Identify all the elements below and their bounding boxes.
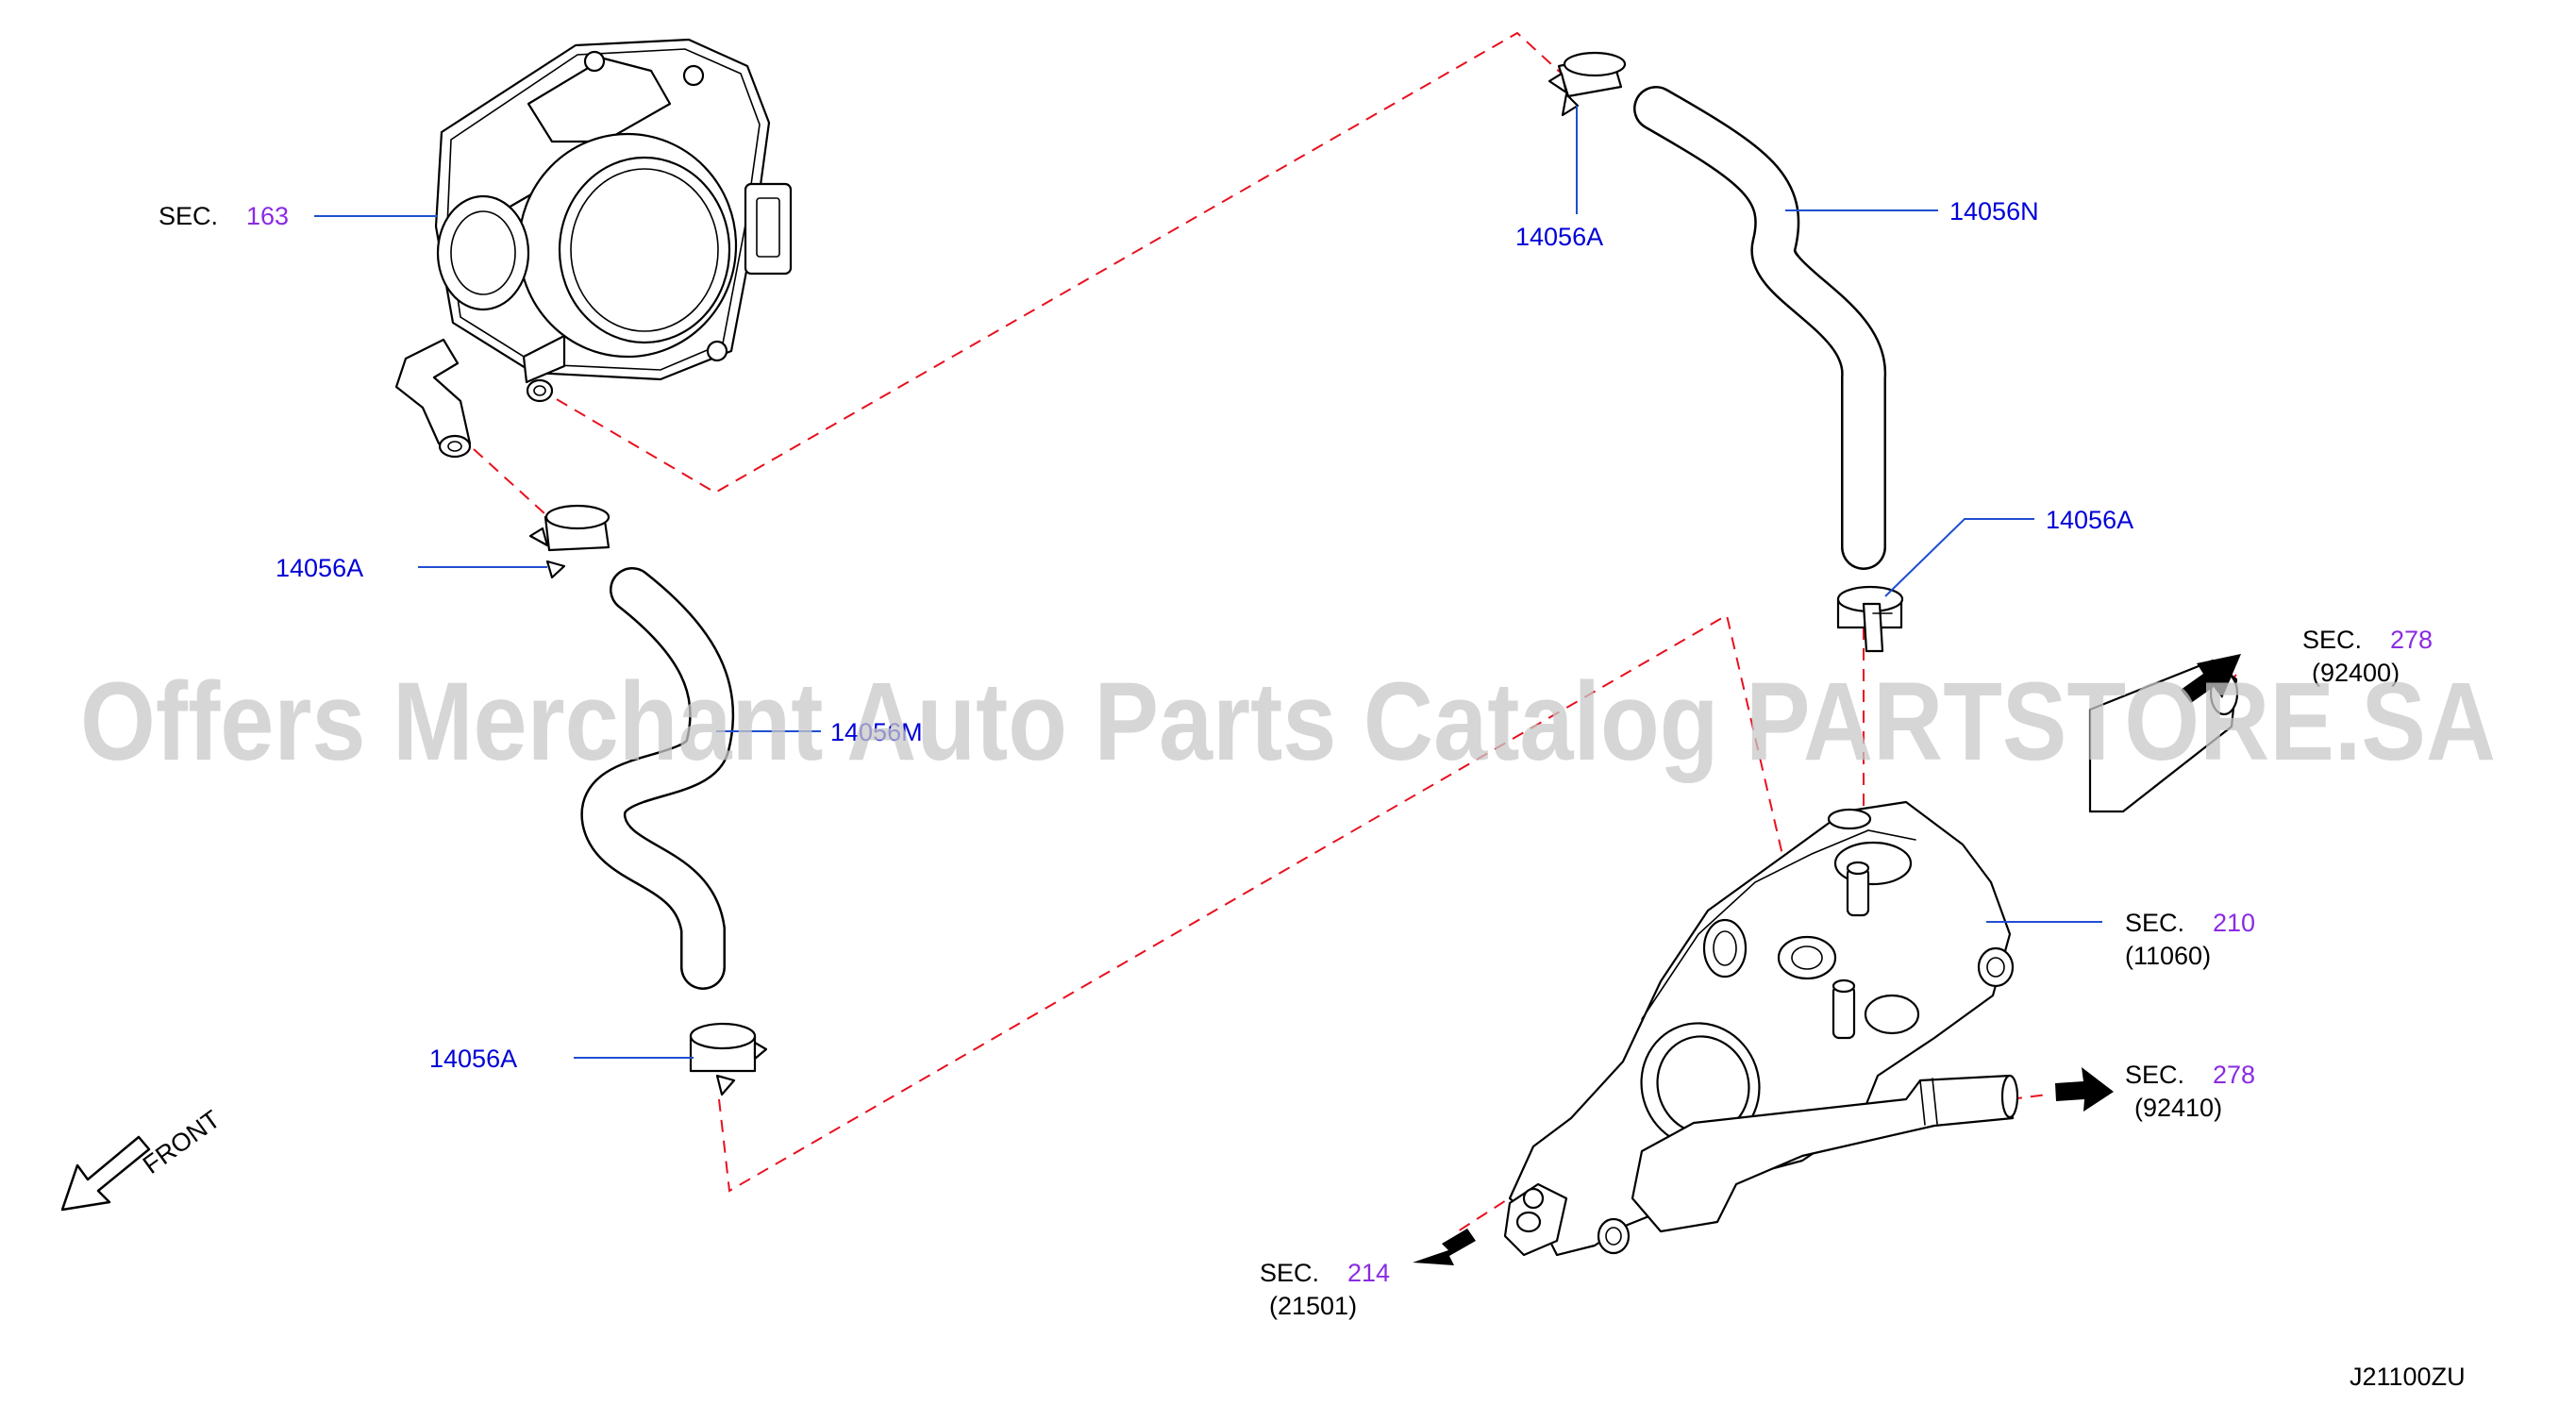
sec278-lower-ref: (92410) <box>2134 1094 2222 1122</box>
sec278-upper-number: 278 <box>2390 626 2433 654</box>
sec278-upper-ref: (92400) <box>2312 659 2400 687</box>
hose-14056n-icon[interactable] <box>1633 86 1886 570</box>
label-clamp-top[interactable]: 14056A <box>1515 223 1603 251</box>
clamp-left-lower-icon[interactable] <box>689 1022 768 1096</box>
clamp-right-icon[interactable] <box>1836 585 1904 653</box>
label-sec278-lower[interactable]: SEC. 278 (92410) <box>2125 1061 2255 1122</box>
leader-lines <box>314 106 2102 1059</box>
hose-14056m-icon[interactable] <box>580 567 735 990</box>
front-arrow-icon <box>60 1135 151 1212</box>
watermark-text: Offers Merchant Auto Parts Catalog PARTS… <box>80 660 2496 784</box>
arrow-sec278-lower-icon <box>2055 1067 2114 1112</box>
throttle-body-icon[interactable] <box>394 38 793 459</box>
label-sec210[interactable]: SEC. 210 (11060) <box>2125 909 2255 970</box>
sec210-prefix: SEC. <box>2125 909 2184 937</box>
arrow-sec214-icon <box>1413 1229 1476 1265</box>
sec210-number: 210 <box>2213 909 2255 937</box>
sec163-number: 163 <box>246 202 289 230</box>
label-sec214[interactable]: SEC. 214 (21501) <box>1260 1259 1390 1320</box>
label-sec278-upper[interactable]: SEC. 278 (92400) <box>2302 626 2433 687</box>
sec214-prefix: SEC. <box>1260 1259 1319 1287</box>
label-hose-14056n[interactable]: 14056N <box>1949 197 2039 226</box>
sec214-number: 214 <box>1347 1259 1390 1287</box>
sec214-ref: (21501) <box>1269 1292 1357 1320</box>
label-sec163[interactable]: SEC. 163 <box>159 202 289 230</box>
label-clamp-right[interactable]: 14056A <box>2046 506 2133 534</box>
front-label: FRONT <box>138 1105 226 1179</box>
clamp-left-upper-icon[interactable] <box>528 504 611 579</box>
sec278-lower-prefix: SEC. <box>2125 1061 2184 1089</box>
clamp-top-icon[interactable] <box>1547 51 1627 117</box>
sec163-prefix: SEC. <box>159 202 218 230</box>
label-clamp-left-upper[interactable]: 14056A <box>276 554 363 582</box>
sec278-upper-prefix: SEC. <box>2302 626 2362 654</box>
diagram-code: J21100ZU <box>2350 1363 2466 1391</box>
label-hose-14056m[interactable]: 14056M <box>830 718 923 746</box>
sec210-ref: (11060) <box>2125 942 2211 970</box>
label-clamp-left-lower[interactable]: 14056A <box>429 1045 517 1073</box>
sec278-lower-number: 278 <box>2213 1061 2255 1089</box>
arrow-sec278-upper-icon <box>2181 654 2241 703</box>
